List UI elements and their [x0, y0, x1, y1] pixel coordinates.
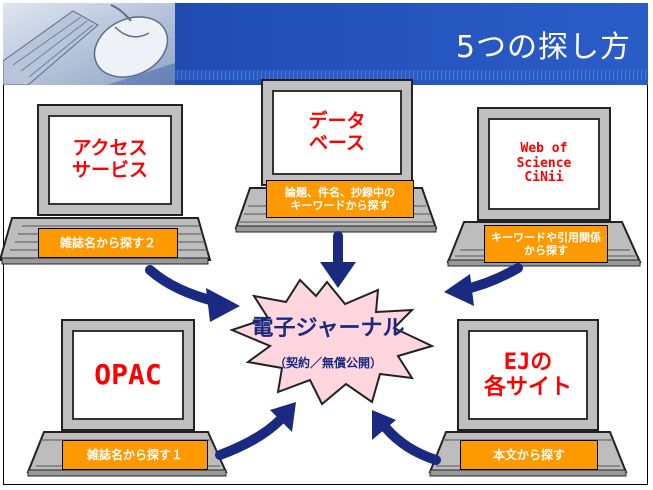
mouse-icon — [93, 4, 169, 78]
caption-access: 雑誌名から探す２ — [38, 228, 178, 258]
center-burst — [229, 278, 435, 406]
caption-database: 論題、件名、抄録中の キーワードから探す — [266, 180, 414, 218]
center-title: 電子ジャーナル — [251, 316, 405, 341]
screen-database-label: データ ベース — [308, 109, 366, 154]
arrowhead-opac — [270, 402, 296, 432]
keyboard-icon — [3, 10, 99, 85]
caption-wos: キーワードや引用関係 から探す — [484, 225, 608, 263]
screen-access: アクセス サービス — [48, 115, 172, 205]
arrow-ej — [381, 423, 441, 465]
screen-opac: OPAC — [72, 330, 184, 420]
center-label: 電子ジャーナル （契約／無償公開） — [233, 310, 423, 371]
keyboard-mouse-photo — [3, 3, 175, 85]
screen-opac-label: OPAC — [94, 357, 162, 391]
center-subtitle: （契約／無償公開） — [273, 356, 382, 370]
arrow-opac — [215, 415, 285, 460]
screen-access-label: アクセス サービス — [71, 137, 148, 181]
screen-database: データ ベース — [272, 90, 402, 175]
arrowhead-database — [320, 262, 356, 288]
screen-ej-label: EJの 各サイト — [483, 349, 572, 400]
page-title: 5つの探し方 — [455, 30, 631, 65]
header-stripe — [174, 70, 648, 80]
screen-wos-label: Web of Science CiNii — [516, 140, 572, 186]
arrowhead-access — [206, 288, 240, 322]
screen-ej: EJの 各サイト — [468, 330, 588, 420]
arrowhead-wos — [444, 274, 474, 306]
caption-opac: 雑誌名から探す１ — [62, 440, 208, 470]
caption-ej: 本文から探す — [460, 440, 598, 470]
screen-wos: Web of Science CiNii — [488, 118, 600, 210]
arrowhead-ej — [372, 410, 396, 440]
